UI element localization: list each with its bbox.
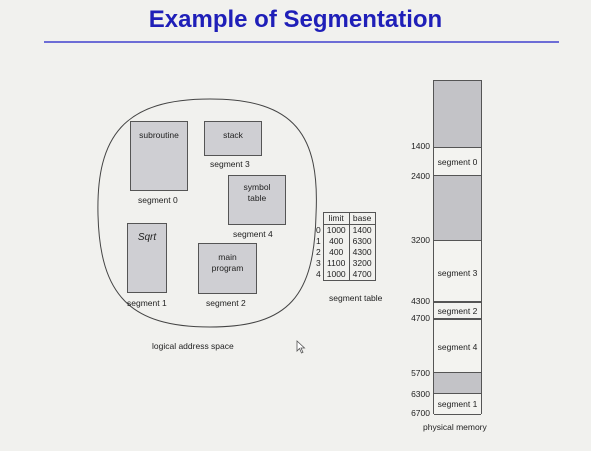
segment-table-caption: segment table <box>329 293 383 303</box>
table-row: 1 400 6300 <box>313 236 376 247</box>
title-underline <box>44 41 559 43</box>
limit-cell: 400 <box>322 247 350 258</box>
segment-3-box: stack <box>204 121 262 156</box>
subroutine-label: subroutine <box>139 130 179 140</box>
limit-header: limit <box>322 212 350 225</box>
segment-4-name: segment 4 <box>233 229 273 239</box>
segment-1-box: Sqrt <box>127 223 167 293</box>
segment-table: limit base 0 1000 1400 1 400 6300 2 400 … <box>313 212 376 281</box>
phys-segment-4: segment 4 <box>434 319 481 373</box>
mouse-pointer-icon <box>296 340 306 354</box>
sqrt-label: Sqrt <box>137 232 157 243</box>
address-6300: 6300 <box>411 389 430 399</box>
symbol-table-label: symbol table <box>243 182 271 203</box>
phys-segment-1-label: segment 1 <box>437 399 478 409</box>
stack-label: stack <box>223 130 243 140</box>
base-header: base <box>348 212 376 225</box>
limit-cell: 400 <box>322 236 350 247</box>
physical-memory-column: segment 0 segment 3 segment 2 segment 4 … <box>433 80 482 415</box>
address-6700: 6700 <box>411 408 430 418</box>
address-2400: 2400 <box>411 171 430 181</box>
phys-segment-3-label: segment 3 <box>437 268 478 278</box>
phys-segment-3: segment 3 <box>434 240 481 302</box>
physical-memory-caption: physical memory <box>423 422 487 432</box>
segment-2-name: segment 2 <box>206 298 246 308</box>
segment-4-box: symbol table <box>228 175 286 225</box>
segment-0-name: segment 0 <box>138 195 178 205</box>
phys-segment-0-label: segment 0 <box>437 157 478 167</box>
phys-segment-0: segment 0 <box>434 147 481 176</box>
row-index: 2 <box>316 247 321 257</box>
slide-title: Example of Segmentation <box>148 6 443 33</box>
base-cell: 4300 <box>348 247 376 258</box>
main-program-label: main program <box>211 252 244 273</box>
logical-space-oval <box>97 98 317 328</box>
row-index: 3 <box>316 258 321 268</box>
base-cell: 1400 <box>348 224 376 236</box>
row-index: 0 <box>316 224 321 235</box>
address-1400: 1400 <box>411 141 430 151</box>
base-cell: 4700 <box>348 269 376 281</box>
phys-segment-2: segment 2 <box>434 302 481 319</box>
base-cell: 6300 <box>348 236 376 247</box>
segment-1-name: segment 1 <box>127 298 167 308</box>
address-3200: 3200 <box>411 235 430 245</box>
limit-cell: 1000 <box>322 224 350 236</box>
table-row: 2 400 4300 <box>313 247 376 258</box>
free-hole <box>434 176 481 240</box>
table-row: 3 1100 3200 <box>313 258 376 269</box>
row-index: 4 <box>316 269 321 280</box>
limit-cell: 1100 <box>322 258 350 269</box>
segment-3-name: segment 3 <box>210 159 250 169</box>
row-index: 1 <box>316 236 321 246</box>
segment-0-box: subroutine <box>130 121 188 191</box>
phys-segment-2-label: segment 2 <box>437 306 478 316</box>
free-hole <box>434 373 481 393</box>
phys-segment-4-label: segment 4 <box>437 342 478 352</box>
phys-segment-1: segment 1 <box>434 393 481 415</box>
base-cell: 3200 <box>348 258 376 269</box>
limit-cell: 1000 <box>322 269 350 281</box>
address-4700: 4700 <box>411 313 430 323</box>
logical-address-space-outline <box>97 98 317 328</box>
address-5700: 5700 <box>411 368 430 378</box>
segment-2-box: main program <box>198 243 257 294</box>
table-row: 0 1000 1400 <box>313 224 376 236</box>
address-4300: 4300 <box>411 296 430 306</box>
table-row: 4 1000 4700 <box>313 269 376 281</box>
logical-space-caption: logical address space <box>152 341 234 351</box>
free-hole <box>434 81 481 147</box>
